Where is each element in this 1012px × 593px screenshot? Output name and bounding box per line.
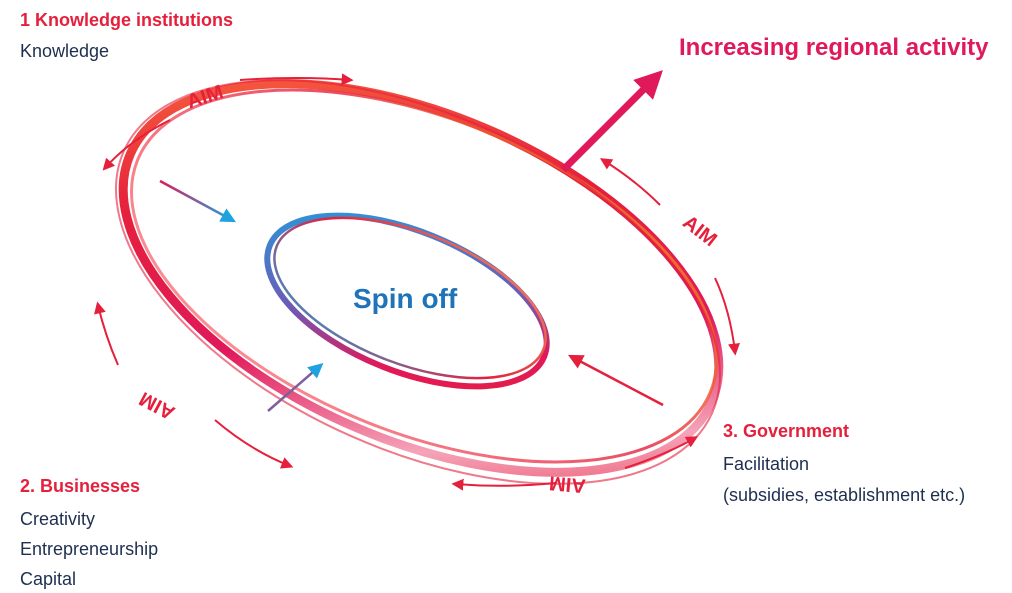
outer-ring	[115, 79, 724, 485]
government-item: (subsidies, establishment etc.)	[723, 485, 966, 505]
government-inward-arrow	[568, 354, 664, 407]
aim-label-left: AIM	[136, 387, 179, 424]
aim-label-right: AIM	[678, 211, 720, 251]
aim-arrow-top-right	[239, 73, 354, 86]
businesses-item: Creativity	[20, 509, 96, 529]
businesses-item: Capital	[20, 569, 77, 589]
aim-arrow-right-down	[714, 277, 740, 356]
business-inward-arrow	[267, 363, 324, 412]
outcome-label: Increasing regional activity	[679, 34, 989, 61]
knowledge-item: Knowledge	[20, 41, 110, 61]
government-item: Facilitation	[723, 454, 810, 474]
aim-arrow-left-down	[214, 419, 294, 469]
knowledge-inward-arrow	[159, 179, 236, 223]
inner-ring	[264, 212, 550, 390]
aim-label-top: AIM	[184, 81, 226, 113]
businesses-item: Entrepreneurship	[20, 539, 159, 559]
outcome-arrow	[560, 70, 663, 173]
knowledge-title: 1 Knowledge institutions	[20, 10, 234, 30]
aim-arrow-top-left	[102, 119, 171, 171]
aim-arrow-bottom-left	[451, 478, 556, 491]
aim-label-bottom: AIM	[548, 471, 586, 496]
businesses-title: 2. Businesses	[20, 476, 141, 496]
aim-arrow-right-up	[599, 158, 661, 206]
aim-arrow-left-up	[94, 301, 119, 366]
aim-arrow-bottom-right	[624, 436, 699, 469]
center-label: Spin off	[353, 283, 458, 314]
government-title: 3. Government	[723, 421, 850, 441]
